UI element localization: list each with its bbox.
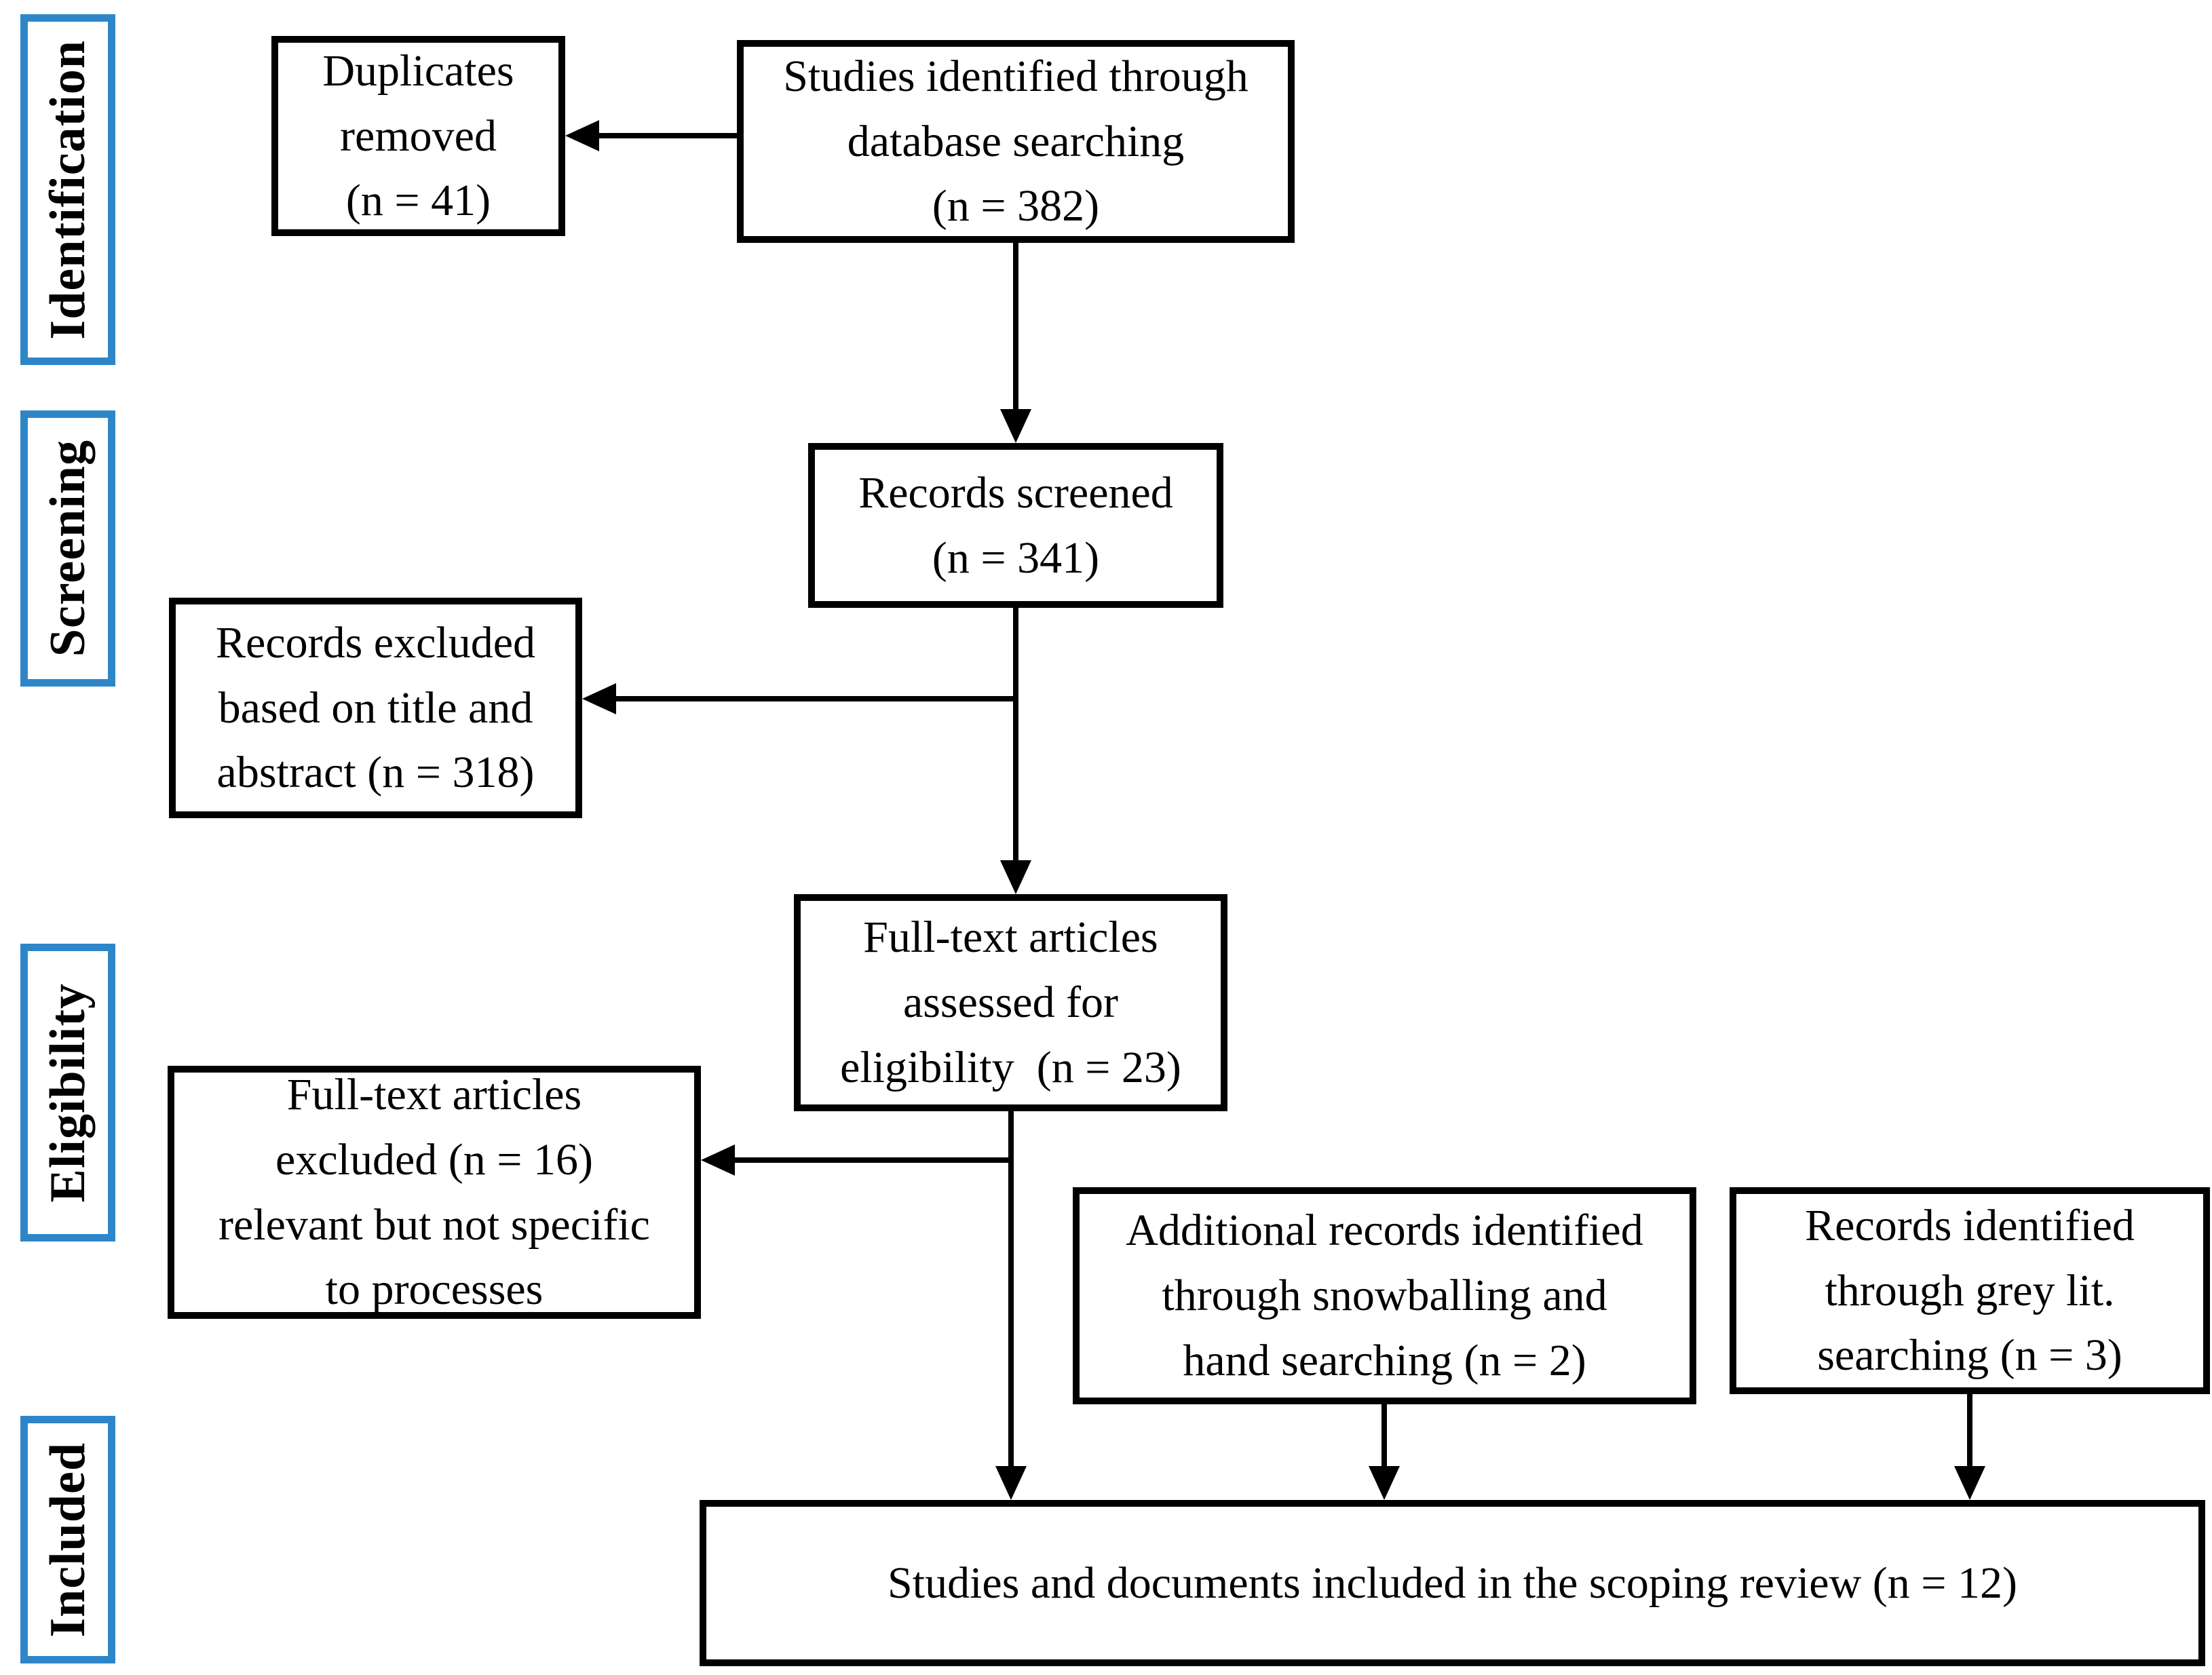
box-records-excluded: Records excluded based on title and abst… bbox=[169, 598, 582, 818]
line-greylit-to-included bbox=[1967, 1394, 1972, 1467]
box-fulltext-excluded: Full-text articles excluded (n = 16) rel… bbox=[168, 1066, 701, 1319]
arrowhead-screened-to-assessed bbox=[1000, 860, 1031, 894]
box-studies-identified: Studies identified through database sear… bbox=[737, 40, 1295, 243]
box-records-screened-text: Records screened (n = 341) bbox=[858, 467, 1173, 583]
box-greylit-records: Records identified through grey lit. sea… bbox=[1730, 1187, 2210, 1394]
box-records-screened: Records screened (n = 341) bbox=[808, 443, 1223, 608]
line-additional-to-included bbox=[1381, 1404, 1387, 1467]
box-included-studies: Studies and documents included in the sc… bbox=[700, 1500, 2205, 1666]
arrowhead-studies-to-screened bbox=[1000, 409, 1031, 443]
stage-label-screening: Screening bbox=[20, 410, 115, 687]
line-studies-to-screened bbox=[1013, 243, 1018, 410]
box-records-excluded-text: Records excluded based on title and abst… bbox=[216, 617, 535, 798]
stage-label-eligibility-text: Eligibility bbox=[39, 982, 96, 1203]
stage-label-identification: Identification bbox=[20, 14, 115, 365]
stage-label-screening-text: Screening bbox=[39, 440, 96, 657]
arrowhead-assessed-to-included bbox=[995, 1466, 1027, 1500]
stage-label-eligibility: Eligibility bbox=[20, 944, 115, 1241]
box-included-studies-text: Studies and documents included in the sc… bbox=[888, 1558, 2017, 1608]
arrowhead-studies-to-duplicates bbox=[565, 120, 599, 151]
box-additional-records-text: Additional records identified through sn… bbox=[1126, 1206, 1643, 1385]
line-studies-to-duplicates bbox=[595, 133, 737, 138]
line-assessed-to-included bbox=[1008, 1111, 1014, 1467]
line-screened-to-assessed bbox=[1013, 608, 1018, 862]
box-additional-records: Additional records identified through sn… bbox=[1073, 1187, 1696, 1404]
arrowhead-branch-to-fulltext-excluded bbox=[701, 1144, 735, 1176]
box-fulltext-assessed-text: Full-text articles assessed for eligibil… bbox=[840, 912, 1181, 1092]
stage-label-included-text: Included bbox=[39, 1442, 96, 1638]
box-fulltext-excluded-text: Full-text articles excluded (n = 16) rel… bbox=[218, 1070, 650, 1315]
line-branch-to-records-excluded bbox=[612, 696, 1016, 701]
line-branch-to-fulltext-excluded bbox=[731, 1157, 1011, 1163]
box-duplicates-removed-text: Duplicates removed (n = 41) bbox=[322, 45, 514, 226]
box-fulltext-assessed: Full-text articles assessed for eligibil… bbox=[794, 894, 1227, 1111]
arrowhead-greylit-to-included bbox=[1954, 1466, 1985, 1500]
arrowhead-branch-to-records-excluded bbox=[582, 683, 616, 714]
box-duplicates-removed: Duplicates removed (n = 41) bbox=[271, 36, 565, 236]
box-greylit-records-text: Records identified through grey lit. sea… bbox=[1805, 1200, 2135, 1381]
box-studies-identified-text: Studies identified through database sear… bbox=[783, 51, 1248, 231]
stage-label-identification-text: Identification bbox=[39, 39, 96, 340]
arrowhead-additional-to-included bbox=[1369, 1466, 1400, 1500]
stage-label-included: Included bbox=[20, 1416, 115, 1663]
